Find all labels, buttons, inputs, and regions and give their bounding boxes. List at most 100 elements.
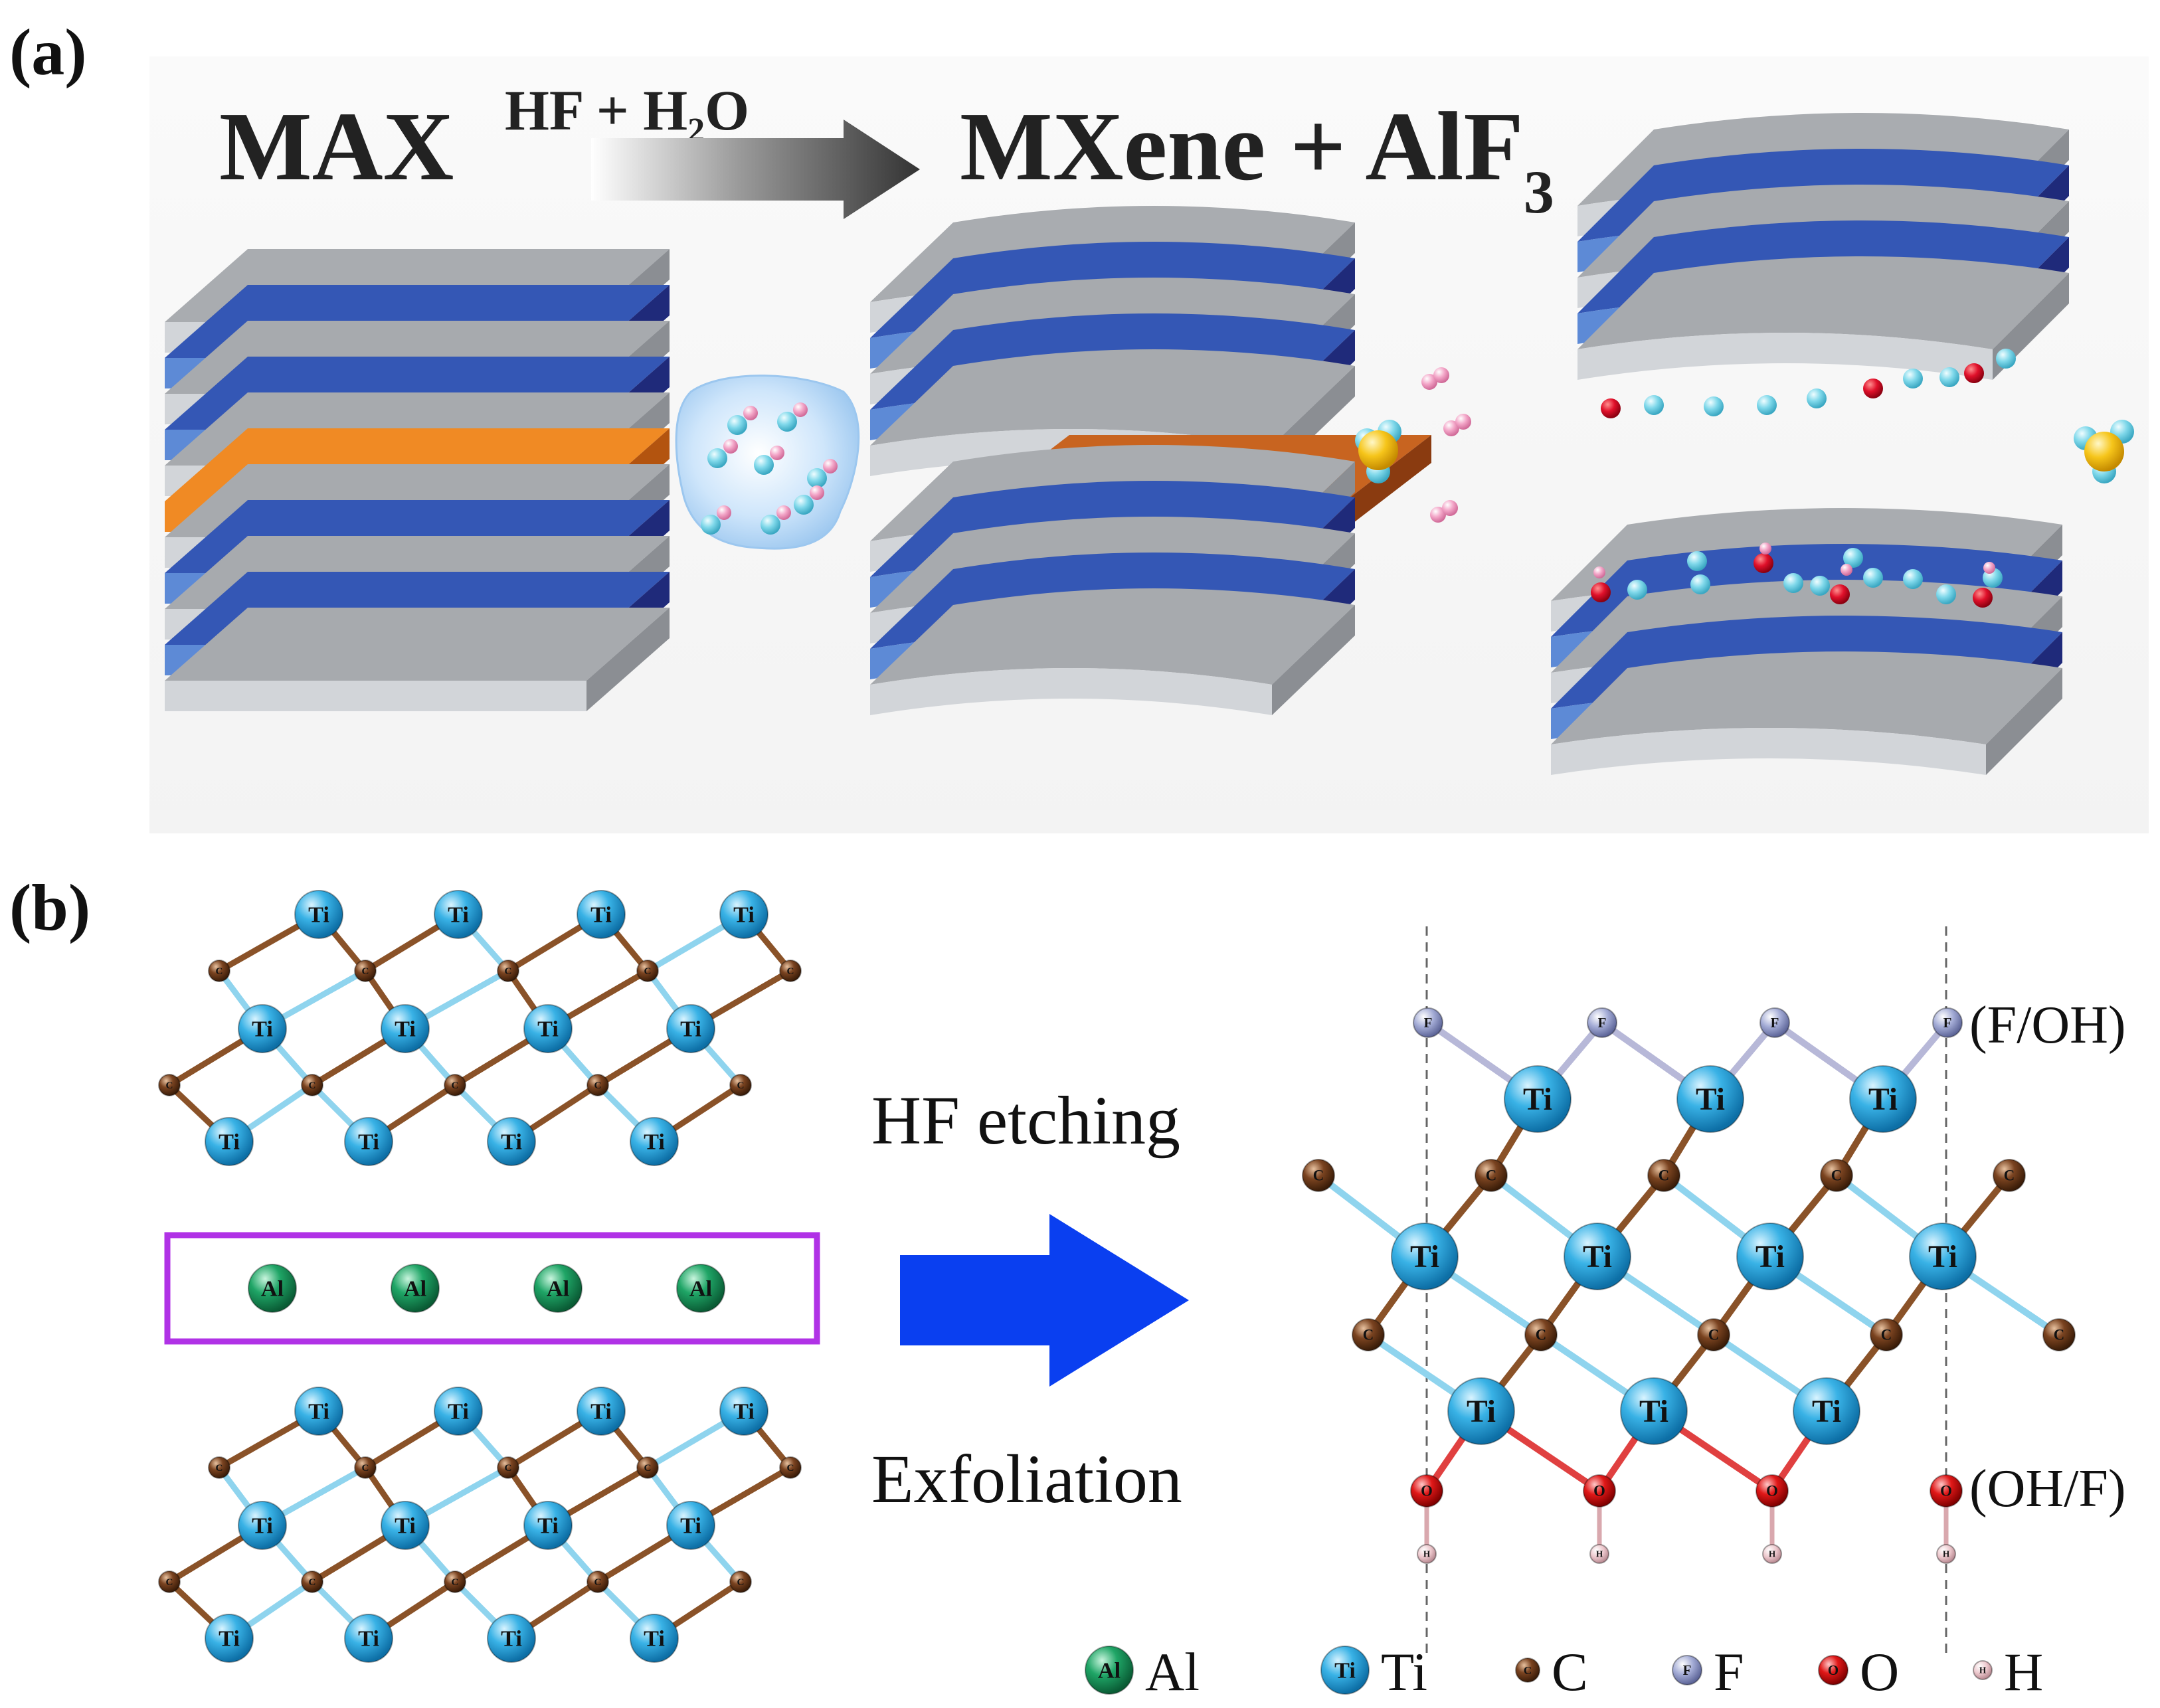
water-molecule — [707, 439, 738, 468]
svg-text:C: C — [309, 1080, 316, 1091]
ti-atom: Ti — [344, 1117, 393, 1166]
reagent-label: HF + H2O — [505, 78, 749, 149]
panel-b-label: (b) — [9, 871, 90, 944]
panel-a-label: (a) — [9, 15, 87, 89]
legend-label: Ti — [1381, 1642, 1427, 1702]
svg-text:H: H — [1979, 1665, 1987, 1675]
svg-text:Ti: Ti — [1467, 1395, 1496, 1429]
c-atom: C — [208, 1456, 230, 1479]
etched-layer-stack — [870, 206, 1431, 715]
svg-text:F: F — [1683, 1662, 1692, 1678]
ti-atom: Ti — [205, 1614, 254, 1663]
svg-text:C: C — [1659, 1167, 1669, 1184]
ti-atom: Ti — [1736, 1223, 1804, 1290]
c-atom: C — [497, 1456, 519, 1479]
alf3-molecule — [1355, 420, 1401, 483]
c-atom: C — [1515, 1658, 1540, 1683]
water-molecule — [761, 505, 791, 535]
svg-text:C: C — [166, 1577, 173, 1588]
svg-text:C: C — [1313, 1167, 1324, 1184]
ti-atom: Ti — [381, 1501, 430, 1550]
hydrogen-molecule — [1443, 414, 1471, 436]
svg-text:O: O — [1421, 1483, 1433, 1499]
ti-atom: Ti — [434, 1387, 483, 1436]
svg-text:Ti: Ti — [252, 1017, 273, 1042]
svg-text:C: C — [1708, 1327, 1719, 1343]
o-atom: O — [1583, 1474, 1616, 1507]
ti-atom: Ti — [487, 1614, 536, 1663]
svg-text:Al: Al — [1098, 1659, 1121, 1683]
water-molecule — [777, 402, 808, 432]
svg-text:C: C — [452, 1080, 459, 1091]
c-atom: C — [208, 960, 230, 982]
svg-text:C: C — [1831, 1167, 1842, 1184]
svg-text:Ti: Ti — [1639, 1395, 1668, 1429]
f-atom: F — [1759, 1007, 1790, 1038]
svg-text:Ti: Ti — [358, 1627, 379, 1652]
al-atom: Al — [391, 1264, 440, 1313]
svg-text:Ti: Ti — [395, 1017, 416, 1042]
svg-text:O: O — [1828, 1662, 1839, 1678]
svg-text:C: C — [594, 1577, 602, 1588]
svg-text:Ti: Ti — [358, 1130, 379, 1155]
top-termination-label: (F/OH) — [1969, 996, 2126, 1055]
ti-atom: Ti — [719, 1387, 768, 1436]
ti-atom: Ti — [1320, 1646, 1370, 1695]
svg-text:C: C — [452, 1577, 459, 1588]
al-atom: Al — [676, 1264, 725, 1313]
svg-text:Ti: Ti — [733, 1400, 755, 1424]
water-molecule — [727, 406, 758, 435]
c-atom: C — [1352, 1318, 1385, 1351]
al-layer-frame — [164, 1232, 820, 1345]
c-atom: C — [636, 960, 659, 982]
bottom-termination-label: (OH/F) — [1969, 1460, 2126, 1518]
c-atom: C — [1475, 1159, 1508, 1192]
svg-text:C: C — [2054, 1327, 2064, 1343]
svg-text:C: C — [787, 966, 794, 977]
legend-label: H — [2004, 1642, 2043, 1702]
svg-text:C: C — [1536, 1327, 1546, 1343]
svg-text:F: F — [1943, 1015, 1952, 1031]
c-atom: C — [497, 960, 519, 982]
svg-text:F: F — [1771, 1015, 1779, 1031]
svg-text:C: C — [505, 1462, 512, 1474]
f-atom: F — [1587, 1007, 1617, 1038]
svg-text:Ti: Ti — [219, 1627, 240, 1652]
svg-text:Al: Al — [689, 1277, 712, 1302]
c-atom: C — [444, 1074, 466, 1096]
svg-text:F: F — [1598, 1015, 1607, 1031]
gray-layer — [870, 588, 1355, 715]
svg-text:C: C — [1881, 1327, 1892, 1343]
ti-atom: Ti — [487, 1117, 536, 1166]
c-atom: C — [586, 1571, 609, 1593]
svg-text:Ti: Ti — [590, 903, 612, 928]
f-atom: F — [1932, 1007, 1963, 1038]
c-atom: C — [779, 960, 802, 982]
c-atom: C — [354, 960, 377, 982]
svg-text:O: O — [1593, 1483, 1605, 1499]
svg-text:Ti: Ti — [395, 1514, 416, 1539]
c-atom: C — [636, 1456, 659, 1479]
step-exfoliation: Exfoliation — [871, 1441, 1182, 1517]
legend-label: Al — [1145, 1642, 1200, 1702]
al-atom: Al — [1085, 1646, 1134, 1695]
ti-atom: Ti — [1391, 1223, 1459, 1290]
svg-text:C: C — [1363, 1327, 1374, 1343]
ti-atom: Ti — [1793, 1377, 1860, 1445]
legend-label: F — [1714, 1642, 1744, 1702]
h-atom: H — [1973, 1660, 1993, 1680]
ti-atom: Ti — [523, 1004, 573, 1053]
svg-text:C: C — [1486, 1167, 1496, 1184]
svg-text:Ti: Ti — [308, 1400, 329, 1424]
reaction-arrow — [591, 120, 920, 219]
svg-text:Ti: Ti — [537, 1017, 559, 1042]
exfoliated-layer-stack — [1551, 113, 2069, 775]
svg-text:Ti: Ti — [1755, 1240, 1785, 1274]
c-atom: C — [1697, 1318, 1730, 1351]
